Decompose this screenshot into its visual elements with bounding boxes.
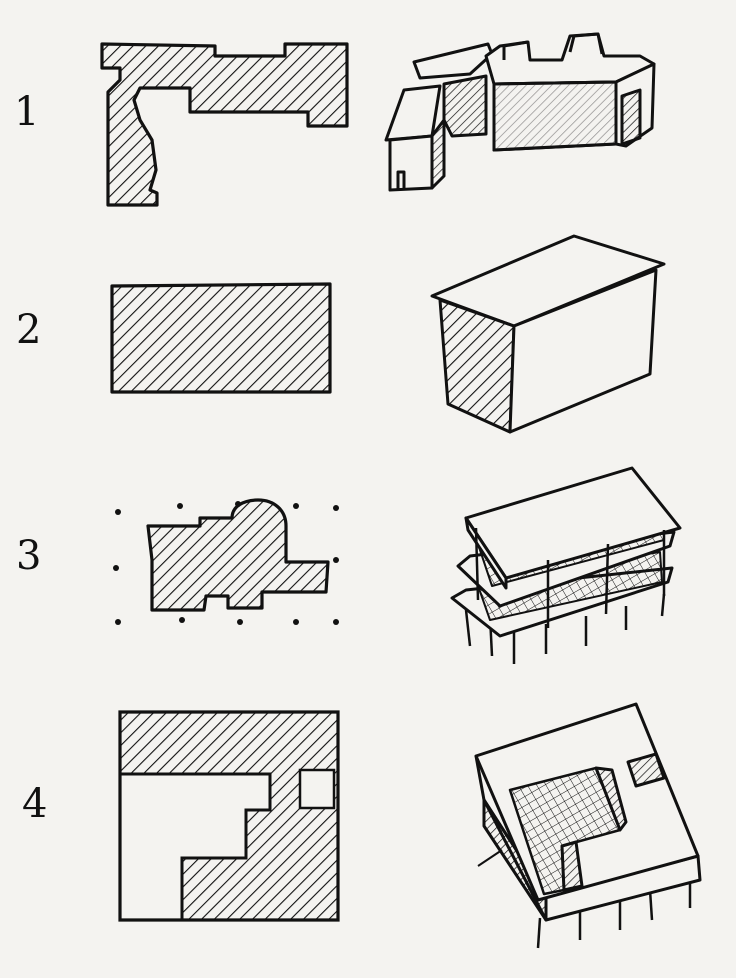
- plan-2: [110, 282, 332, 394]
- row-number-3: 3: [16, 533, 42, 579]
- row-number-2: 2: [16, 307, 42, 353]
- plan-1: [100, 42, 349, 207]
- column-grid-dots: [113, 501, 339, 625]
- plan-3: [113, 498, 339, 625]
- row-number-1: 1: [14, 89, 40, 135]
- plan-4: [118, 710, 340, 922]
- axonometric-3: [450, 466, 682, 664]
- axonometric-4: [474, 702, 702, 949]
- axonometric-2: [430, 234, 666, 434]
- row-number-4: 4: [22, 781, 48, 827]
- axonometric-1: [384, 32, 656, 192]
